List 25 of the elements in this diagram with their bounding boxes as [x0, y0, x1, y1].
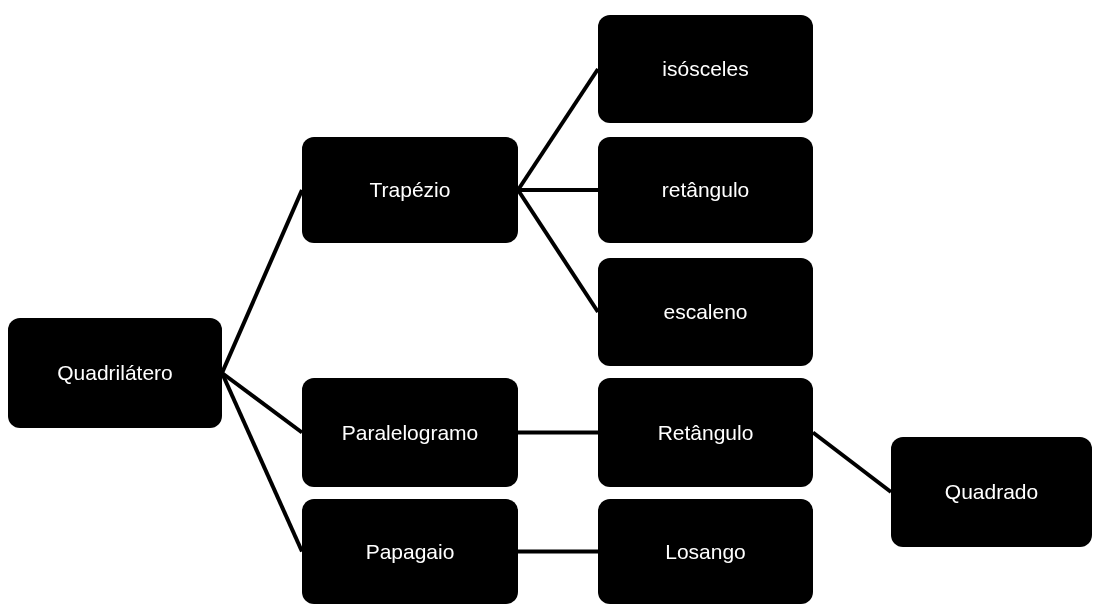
category-box: [598, 137, 813, 243]
category-box: [598, 378, 813, 487]
category-box: [302, 499, 518, 604]
category-box: [8, 318, 222, 428]
category-box: [598, 15, 813, 123]
node-label: Quadrado: [944, 480, 1039, 504]
node-label: Retângulo: [657, 420, 754, 445]
connector-line: [811, 430, 893, 494]
category-box: [598, 499, 813, 604]
connector-line: [518, 549, 598, 554]
category-box: [598, 258, 813, 366]
connector-line: [518, 188, 598, 192]
node-label: retângulo: [661, 178, 750, 202]
connector-line: [518, 430, 598, 435]
node-label: Papagaio: [365, 539, 455, 564]
node-label: escaleno: [663, 300, 748, 324]
node-label: Quadrilátero: [57, 361, 173, 385]
category-box: [302, 378, 518, 487]
category-box: [891, 437, 1092, 547]
category-box: [302, 137, 518, 243]
node-label: Trapézio: [369, 178, 451, 202]
node-label: isósceles: [662, 57, 749, 81]
connector-line: [220, 189, 304, 374]
node-label: Losango: [665, 539, 746, 564]
node-label: Paralelogramo: [341, 420, 479, 445]
